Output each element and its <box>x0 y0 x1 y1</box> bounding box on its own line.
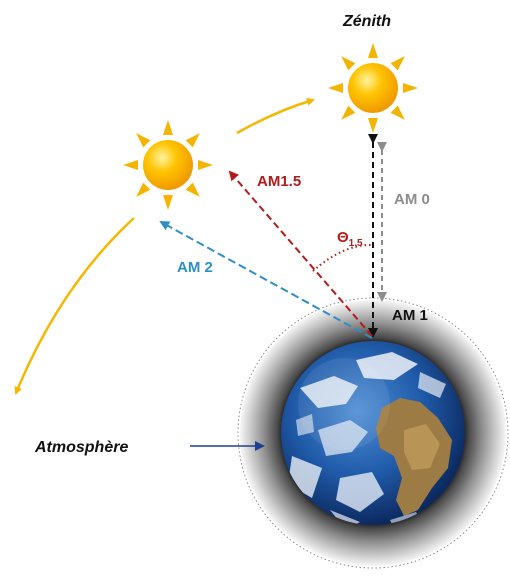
theta-subscript: 1,5 <box>349 238 363 249</box>
am15-path-arrow <box>228 170 373 337</box>
am2-path-arrow <box>159 221 373 339</box>
theta-symbol: Θ <box>337 229 349 246</box>
atmosphere-boundary <box>237 297 509 569</box>
am2-label: AM 2 <box>177 259 213 276</box>
sun-trajectory <box>14 97 315 395</box>
sun-icon <box>328 43 418 133</box>
zenith-label: Zénith <box>342 13 391 30</box>
atmosphere-label: Atmosphère <box>34 439 128 456</box>
theta-angle-arc <box>312 243 373 272</box>
sun-icon <box>123 120 213 210</box>
am0-label: AM 0 <box>394 191 430 208</box>
am1-label: AM 1 <box>392 307 428 324</box>
theta-label: Θ1,5 <box>337 229 363 249</box>
am15-label: AM1.5 <box>257 173 301 190</box>
